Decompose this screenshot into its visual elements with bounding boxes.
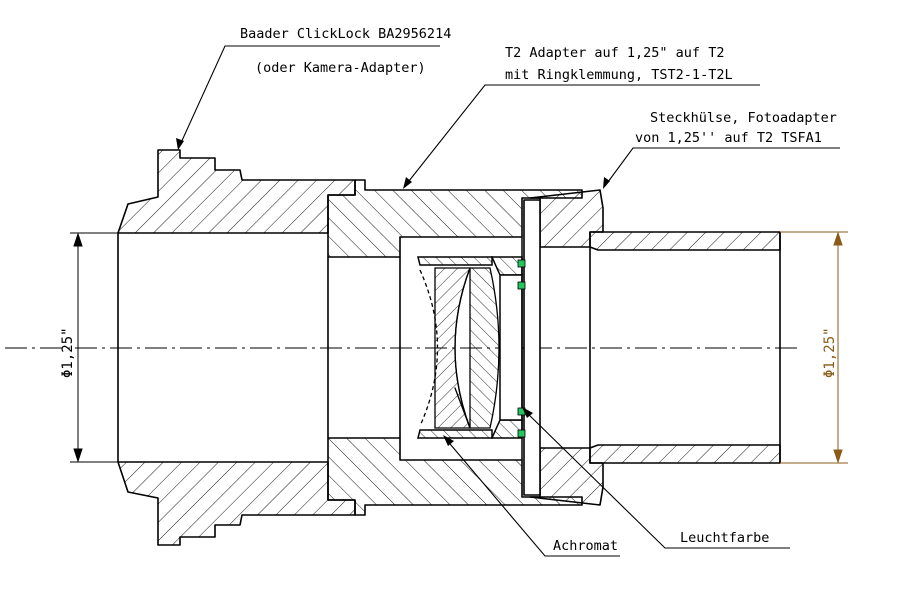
lens-cell — [417, 256, 523, 439]
right-diameter-label: Φ1,25" — [822, 327, 838, 378]
achromat-lens — [419, 267, 500, 429]
spacer-ring — [499, 237, 523, 460]
t2adapter-label-line1: T2 Adapter auf 1,25" auf T2 — [505, 45, 724, 61]
steckhuelse-body — [523, 189, 781, 506]
luminous-paint-dots — [517, 259, 526, 438]
clicklock-label-line2: (oder Kamera-Adapter) — [255, 60, 426, 76]
left-dimension — [70, 232, 118, 463]
clicklock-label-line1: Baader ClickLock BA2956214 — [240, 26, 451, 42]
steckhuelse-label-line2: von 1,25'' auf T2 TSFA1 — [635, 130, 822, 146]
achromat-label: Achromat — [553, 538, 618, 554]
leuchtfarbe-label: Leuchtfarbe — [680, 530, 769, 546]
t2-adapter-body — [327, 179, 583, 516]
steckhuelse-label-line1: Steckhülse, Fotoadapter — [650, 110, 837, 126]
leader-lines — [179, 45, 840, 557]
leader-arrows — [176, 138, 610, 446]
t2adapter-label-line2: mit Ringklemmung, TST2-1-T2L — [505, 67, 733, 83]
right-dimension — [780, 231, 848, 464]
left-diameter-label: Φ1,25" — [60, 327, 76, 378]
